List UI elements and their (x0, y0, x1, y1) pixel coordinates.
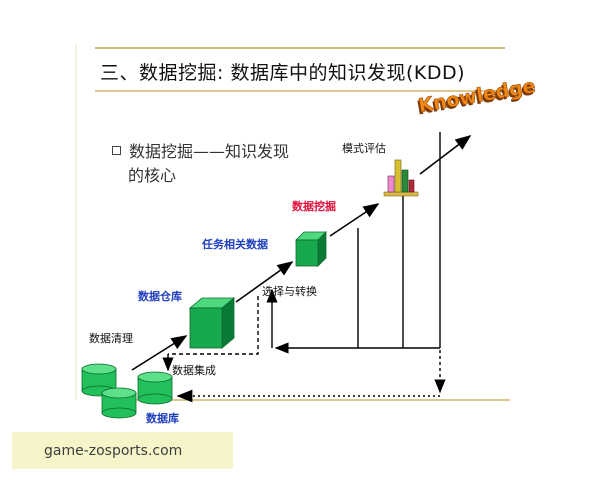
label-data-warehouse: 数据仓库 (138, 290, 182, 303)
arrow-task-to-pattern (329, 203, 380, 237)
knowledge-wordart: Knowledge Knowledge (415, 75, 537, 120)
database-cylinder-2 (101, 387, 137, 419)
database-cylinder-3 (137, 371, 173, 405)
label-task-relevant-data: 任务相关数据 (202, 238, 268, 251)
bullet-line-2: 的核心 (128, 166, 177, 185)
dashed-feedback-lines (162, 296, 446, 403)
label-pattern-evaluation: 模式评估 (342, 142, 386, 155)
feedback-lines (266, 132, 441, 354)
bullet-square-icon (112, 146, 121, 155)
data-warehouse-cube (188, 297, 236, 349)
watermark-text: game-zosports.com (44, 442, 183, 459)
arrow-warehouse-to-task (235, 261, 294, 303)
pattern-bars-icon (383, 159, 419, 197)
arrow-db-to-warehouse (131, 335, 188, 371)
watermark: game-zosports.com (12, 432, 233, 469)
bullet-text: 数据挖掘——知识发现 的核心 (112, 140, 289, 188)
page-title: 三、数据挖掘: 数据库中的知识发现(KDD) (100, 62, 465, 84)
arrow-pattern-to-knowledge (419, 135, 472, 175)
label-data-mining: 数据挖掘 (292, 200, 336, 213)
bullet-line-1: 数据挖掘——知识发现 (129, 142, 290, 161)
label-selection-transformation: 选择与转换 (262, 285, 317, 298)
svg-text:Knowledge: Knowledge (417, 75, 537, 117)
label-data-integration: 数据集成 (172, 364, 216, 377)
label-data-cleaning: 数据清理 (89, 332, 133, 345)
task-data-cube (295, 231, 327, 267)
label-database: 数据库 (146, 412, 179, 425)
